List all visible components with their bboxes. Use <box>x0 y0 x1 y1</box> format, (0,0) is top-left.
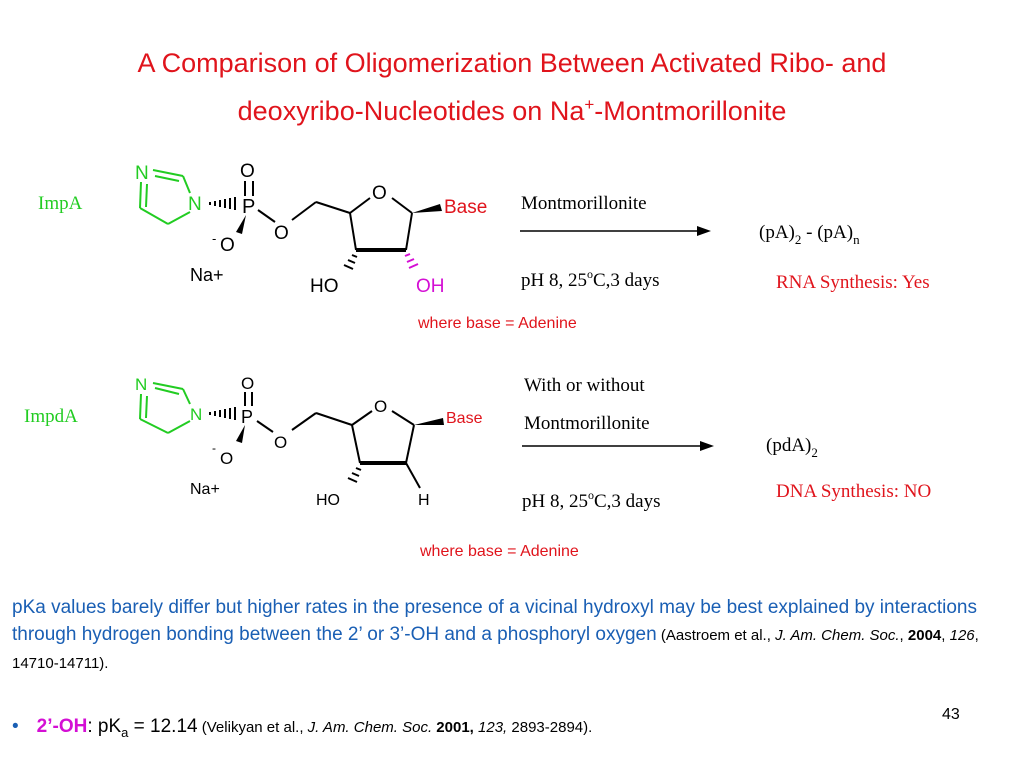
pka-bullet: • 2’-OH: pKa = 12.14 (Velikyan et al., J.… <box>12 716 912 740</box>
ho-label-1: HO <box>310 276 339 297</box>
hash-bond-n-p-2 <box>209 407 236 420</box>
h-label-2: H <box>418 492 430 509</box>
paragraph-text: pKa values barely differ but higher rate… <box>12 597 977 645</box>
atom-o-minus-1: O <box>220 235 235 256</box>
paragraph-citation: (Aastroem et al., J. Am. Chem. Soc., 200… <box>12 627 979 672</box>
arrow-bottom-1: pH 8, 25oC,3 days <box>521 267 659 291</box>
atom-n-top-1: N <box>135 163 149 184</box>
bullet-pk: : pK <box>87 716 122 737</box>
atom-o-link-1: O <box>274 223 289 244</box>
impa-label: ImpA <box>38 193 83 214</box>
sugar-ring-2 <box>351 410 415 464</box>
title-line-2: deoxyribo-Nucleotides on Na+-Montmorillo… <box>0 84 1024 132</box>
imidazole-ring-1 <box>139 169 191 225</box>
arrow-top-1: Montmorillonite <box>521 193 647 214</box>
atom-o-double-1: O <box>240 161 255 182</box>
impda-label: ImpdA <box>24 406 78 427</box>
minus-1: - <box>212 231 216 246</box>
ho-label-2: HO <box>316 492 340 509</box>
product-2: (pdA)2 <box>766 435 818 460</box>
bullet-sub: a <box>121 724 129 740</box>
bullet-citation: (Velikyan et al., J. Am. Chem. Soc. 2001… <box>197 719 593 736</box>
atom-n-ring-1: N <box>188 194 202 215</box>
hash-ho-2 <box>347 467 362 483</box>
atom-p-2: P <box>241 407 253 427</box>
hash-oh-1 <box>404 253 419 269</box>
minus-2: - <box>212 441 216 455</box>
arrow-bottom-2: pH 8, 25oC,3 days <box>522 488 660 512</box>
hash-ho-1 <box>343 254 358 270</box>
arrow-top-2b: Montmorillonite <box>524 413 650 434</box>
wedge-p-o-1 <box>236 215 246 234</box>
atom-o-double-2: O <box>241 374 254 393</box>
title-sup: + <box>584 95 595 114</box>
title-text-a: deoxyribo-Nucleotides on Na <box>237 96 585 126</box>
product-1: (pA)2 - (pA)n <box>759 222 860 247</box>
base-note-2: where base = Adenine <box>419 543 579 560</box>
title-line-1: A Comparison of Oligomerization Between … <box>137 48 887 78</box>
atom-o-ring-2: O <box>374 397 387 416</box>
result-1: RNA Synthesis: Yes <box>776 272 930 293</box>
bullet-dot: • <box>12 716 19 737</box>
reaction-2: ImpdA N N P O - O Na+ O <box>24 374 931 560</box>
result-2: DNA Synthesis: NO <box>776 481 931 502</box>
page-number: 43 <box>942 706 960 723</box>
oh-label-1: OH <box>416 276 445 297</box>
bullet-oh: 2’-OH <box>36 716 88 737</box>
imidazole-ring-2 <box>139 382 191 434</box>
slide-title: A Comparison of Oligomerization Between … <box>0 42 1024 132</box>
base-note-1: where base = Adenine <box>417 315 577 332</box>
bullet-value: = 12.14 <box>128 716 198 737</box>
counterion-2: Na+ <box>190 481 220 498</box>
base-label-1: Base <box>444 197 487 218</box>
explanation-paragraph: pKa values barely differ but higher rate… <box>12 594 1012 677</box>
atom-o-ring-1: O <box>372 183 387 204</box>
reaction-1: ImpA N N P O - O Na+ O <box>38 161 930 332</box>
title-text-b: -Montmorillonite <box>594 96 787 126</box>
hash-bond-n-p-1 <box>209 197 236 210</box>
base-label-2: Base <box>446 410 483 427</box>
atom-n-ring-2: N <box>190 405 202 424</box>
sugar-ring-1 <box>349 197 413 251</box>
arrow-top-2a: With or without <box>524 375 645 396</box>
atom-n-top-2: N <box>135 375 147 394</box>
reaction-scheme: ImpA N N P O - O Na+ O <box>24 161 931 560</box>
atom-o-minus-2: O <box>220 449 233 468</box>
atom-o-link-2: O <box>274 433 287 452</box>
atom-p-1: P <box>242 196 255 218</box>
counterion-1: Na+ <box>190 265 224 285</box>
